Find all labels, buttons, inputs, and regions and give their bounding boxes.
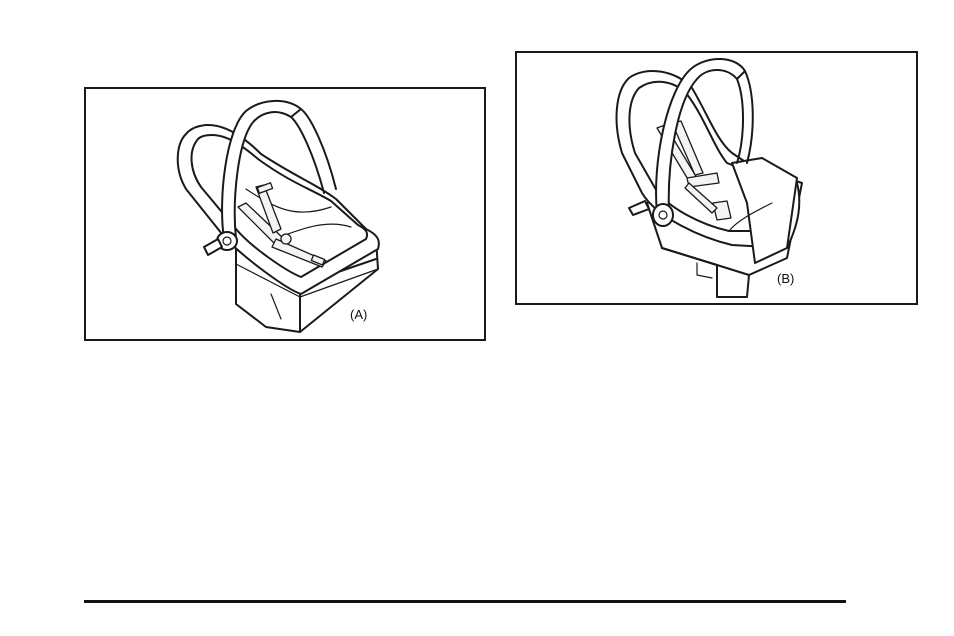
infant-carrier-upright-illustration bbox=[517, 53, 916, 303]
figure-b-label: (B) bbox=[777, 272, 794, 285]
figure-a: (A) bbox=[84, 87, 486, 341]
figure-a-label: (A) bbox=[350, 308, 367, 321]
footer-rule bbox=[84, 600, 846, 603]
figure-b: (B) bbox=[515, 51, 918, 305]
infant-carrier-reclined-illustration bbox=[86, 89, 484, 339]
